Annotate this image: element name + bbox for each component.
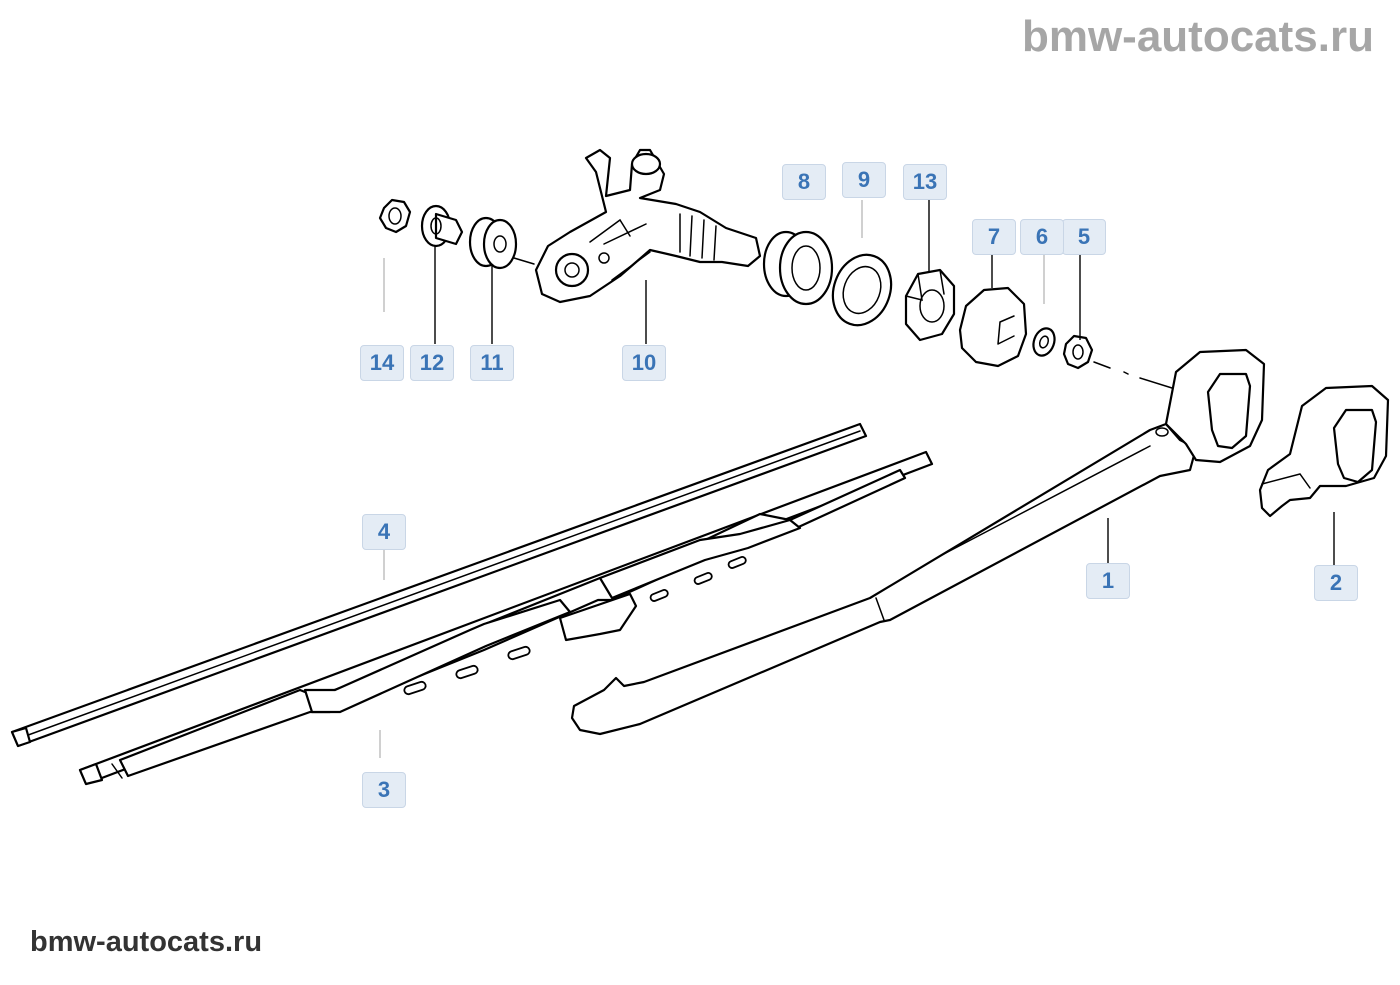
part-10-pivot-linkage xyxy=(534,148,762,304)
callout-5[interactable]: 5 xyxy=(1062,219,1106,255)
part-5-nut xyxy=(1062,334,1094,370)
callout-12[interactable]: 12 xyxy=(410,345,454,381)
callout-9[interactable]: 9 xyxy=(842,162,886,198)
callout-4[interactable]: 4 xyxy=(362,514,406,550)
callout-10[interactable]: 10 xyxy=(622,345,666,381)
part-7-cap xyxy=(958,286,1028,368)
callout-13[interactable]: 13 xyxy=(903,164,947,200)
part-8-grommet xyxy=(762,230,834,306)
part-12-bushing xyxy=(420,204,464,248)
part-2-arm-cap xyxy=(1258,384,1390,518)
part-6-washer xyxy=(1032,327,1056,357)
part-9-washer xyxy=(831,253,893,327)
part-3-wiper-blade xyxy=(78,450,934,786)
callout-3[interactable]: 3 xyxy=(362,772,406,808)
callout-8[interactable]: 8 xyxy=(782,164,826,200)
callout-7[interactable]: 7 xyxy=(972,219,1016,255)
watermark-bottom: bmw-autocats.ru xyxy=(30,926,263,958)
leader-lines xyxy=(379,198,1335,758)
part-13-hex-nut xyxy=(904,268,956,342)
part-1-wiper-arm xyxy=(570,348,1266,736)
watermark-top: bmw-autocats.ru xyxy=(1021,12,1374,61)
part-11-grommet xyxy=(468,216,518,270)
callout-1[interactable]: 1 xyxy=(1086,563,1130,599)
callout-6[interactable]: 6 xyxy=(1020,219,1064,255)
part-4-wiper-refill xyxy=(10,422,868,748)
part-14-nut xyxy=(378,198,412,234)
callout-2[interactable]: 2 xyxy=(1314,565,1358,601)
callout-11[interactable]: 11 xyxy=(470,345,514,381)
callout-14[interactable]: 14 xyxy=(360,345,404,381)
